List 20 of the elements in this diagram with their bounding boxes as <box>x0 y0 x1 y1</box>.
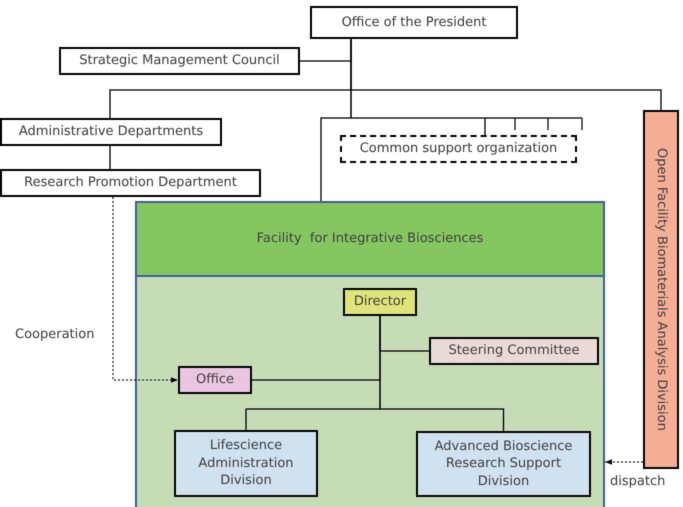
arrow <box>604 459 644 465</box>
edge-label: Cooperation <box>13 327 96 342</box>
facility-box <box>135 201 605 507</box>
arrow <box>112 196 178 383</box>
committee-box: Steering Committee <box>429 337 599 365</box>
division-box: Open Facility Biomaterials Analysis Division <box>643 110 679 469</box>
division-box: Advanced Bioscience Research Support Division <box>416 431 591 497</box>
connector-line <box>109 146 111 169</box>
director-box: Director <box>343 288 417 316</box>
office-box: Office <box>178 366 252 394</box>
connector-line <box>379 316 504 431</box>
department-box: Administrative Departments <box>0 118 222 146</box>
connector-line <box>350 39 662 110</box>
division-box: Lifescience Administration Division <box>174 430 318 497</box>
council-box: Strategic Management Council <box>59 47 300 75</box>
facility-title: Facility for Integrative Biosciences <box>256 230 484 248</box>
edge-label: dispatch <box>608 474 668 489</box>
organization-box: Common support organization <box>340 135 577 163</box>
office-box: Office of the President <box>310 6 518 39</box>
department-box: Research Promotion Department <box>0 169 261 197</box>
